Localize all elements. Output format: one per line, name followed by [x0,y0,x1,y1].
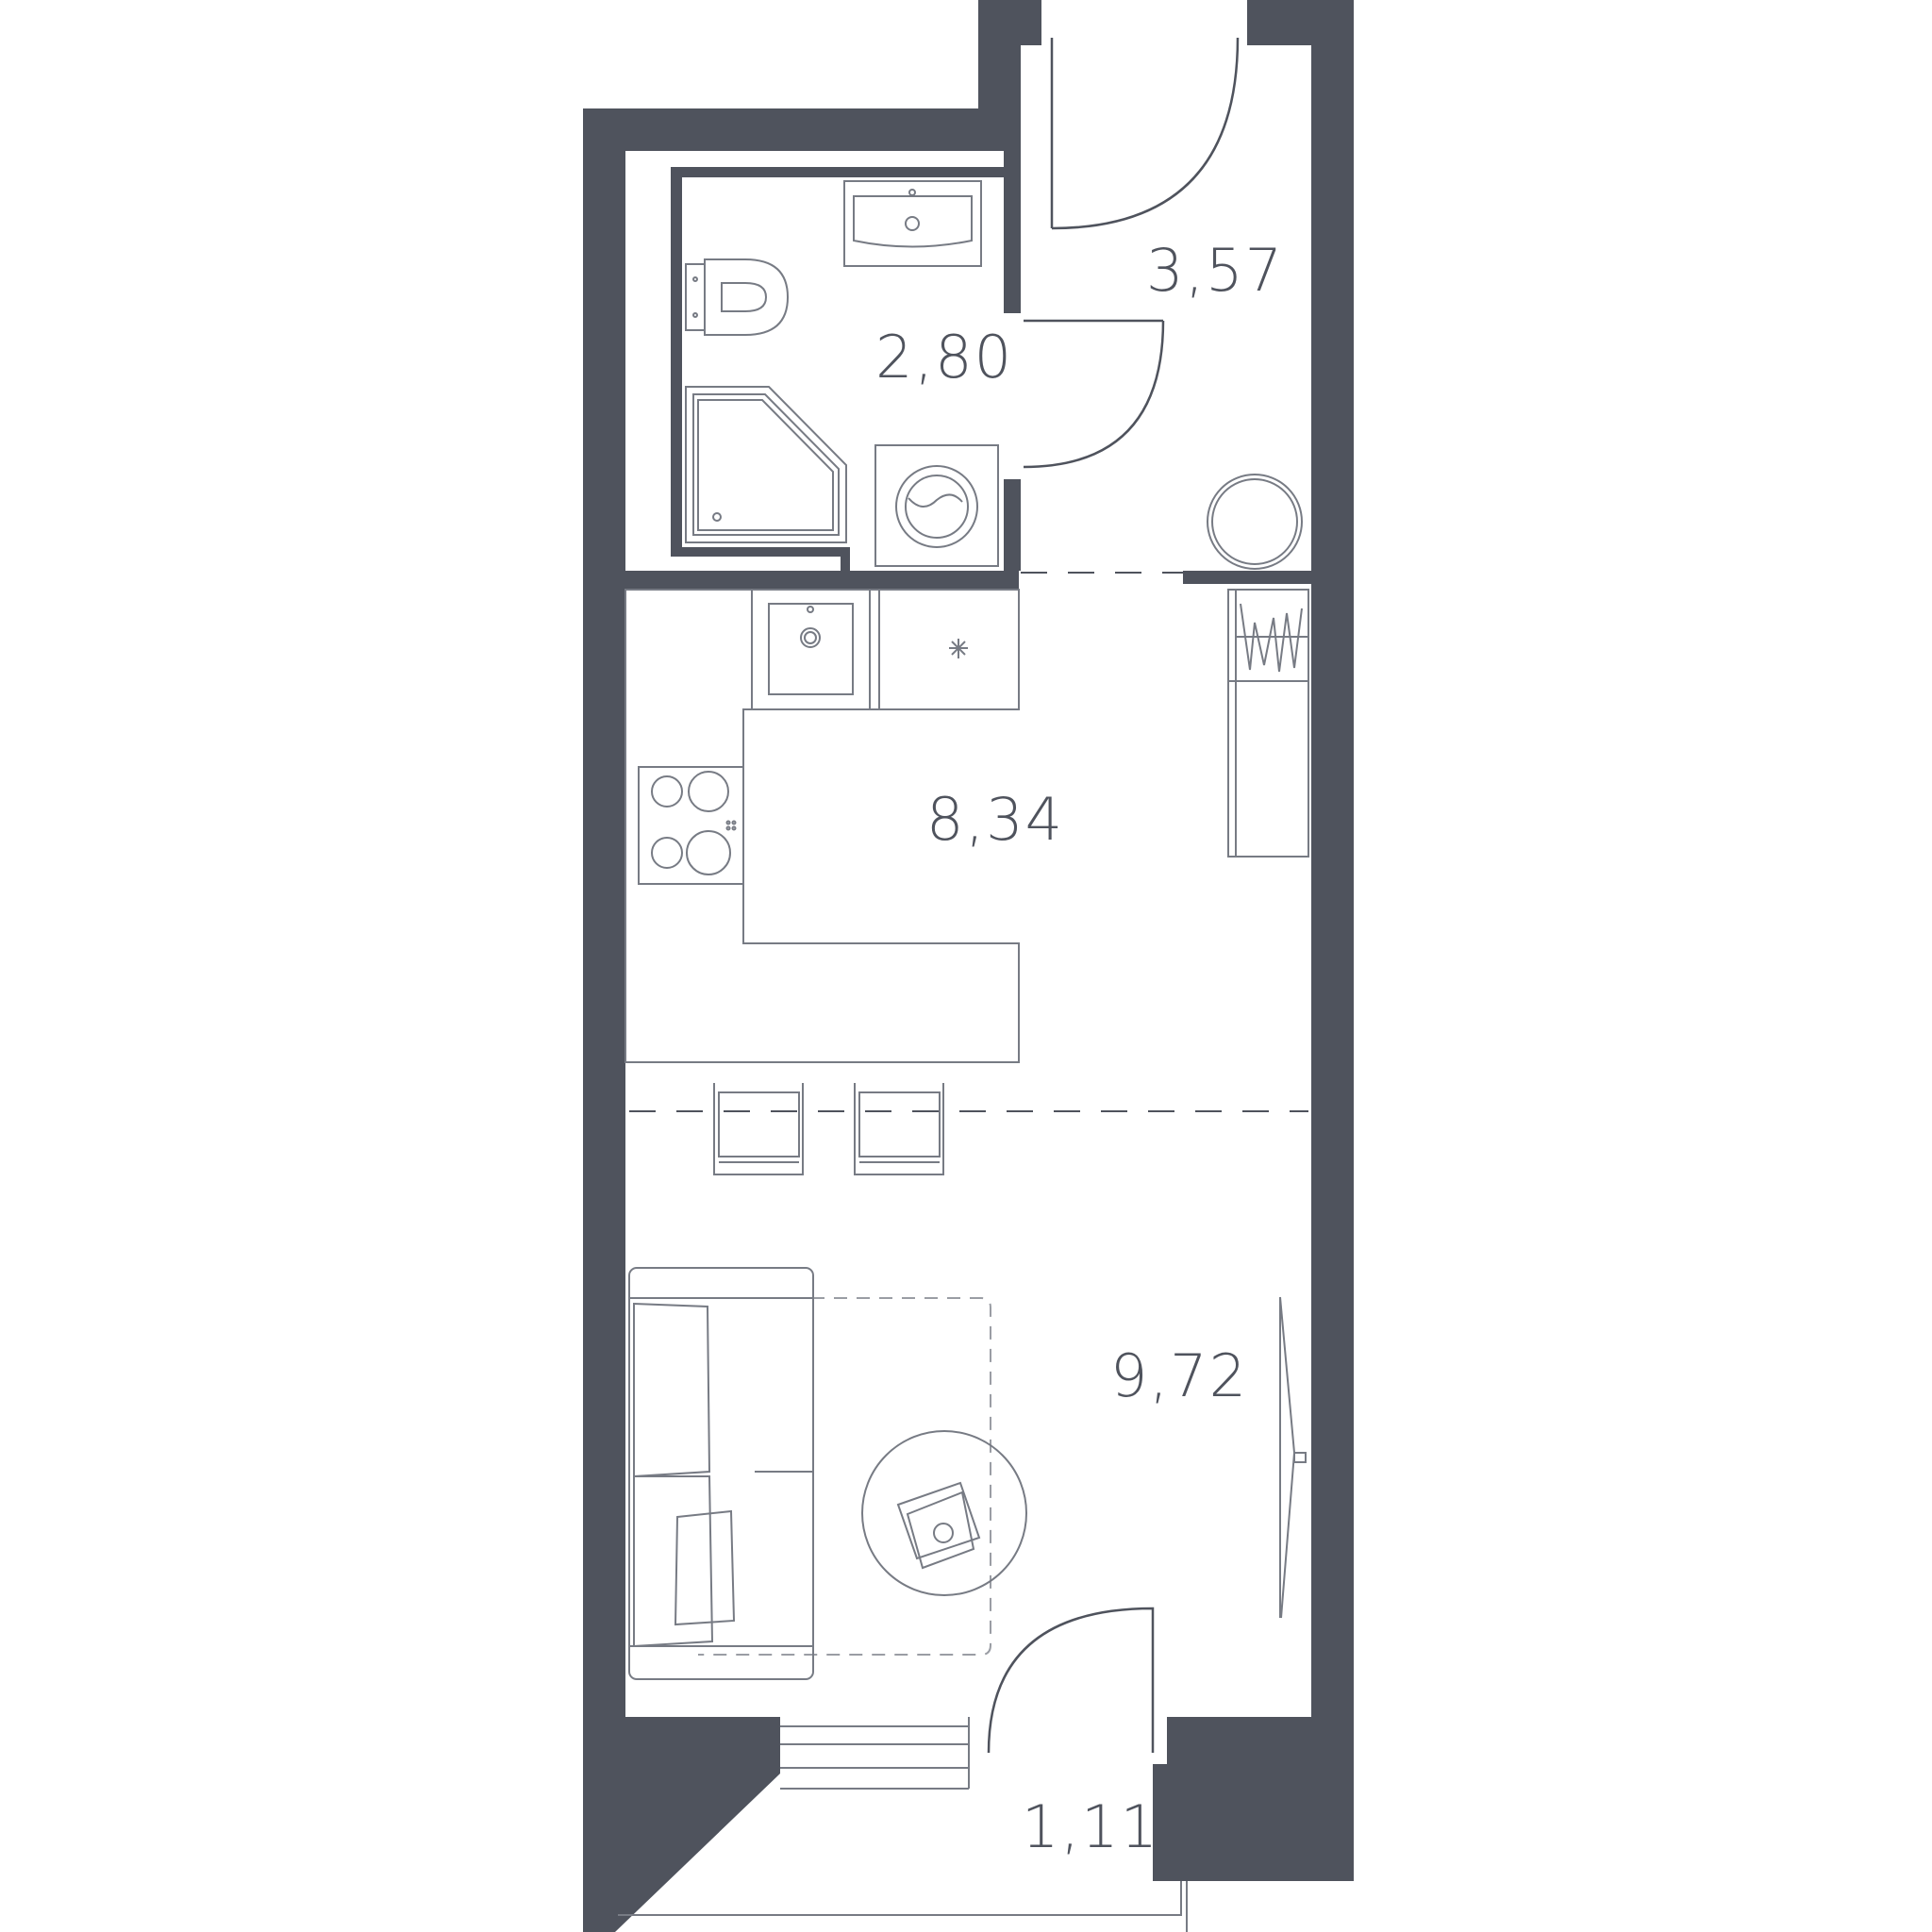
bathroom-sink [843,180,982,267]
kitchen-sink [751,589,880,710]
kitchen-fixtures [625,589,1309,1175]
area-label-bathroom: 2,80 [875,323,1013,391]
living-fixtures [628,1267,1307,1754]
shower-tray [685,386,847,543]
hallway-fixtures [1021,37,1303,574]
area-label-balcony: 1,11 [1022,1792,1159,1861]
sofa [628,1267,814,1680]
walls [583,0,1354,1932]
tv [1279,1296,1307,1619]
star-icon [949,639,968,658]
toilet [685,258,790,336]
bar-stool [713,1083,804,1175]
bathroom-door [1023,319,1165,469]
coffee-table [861,1430,1027,1596]
washing-machine [874,444,999,567]
cooktop [638,766,744,885]
wardrobe [1227,589,1309,858]
bathroom-fixtures [685,180,999,567]
bar-stool [854,1083,944,1175]
balcony-fixtures [618,1717,1188,1932]
area-label-kitchen: 8,34 [926,785,1064,854]
area-label-living: 9,72 [1110,1341,1248,1410]
area-label-hallway: 3,57 [1146,236,1284,305]
round-pouf [1207,474,1303,570]
